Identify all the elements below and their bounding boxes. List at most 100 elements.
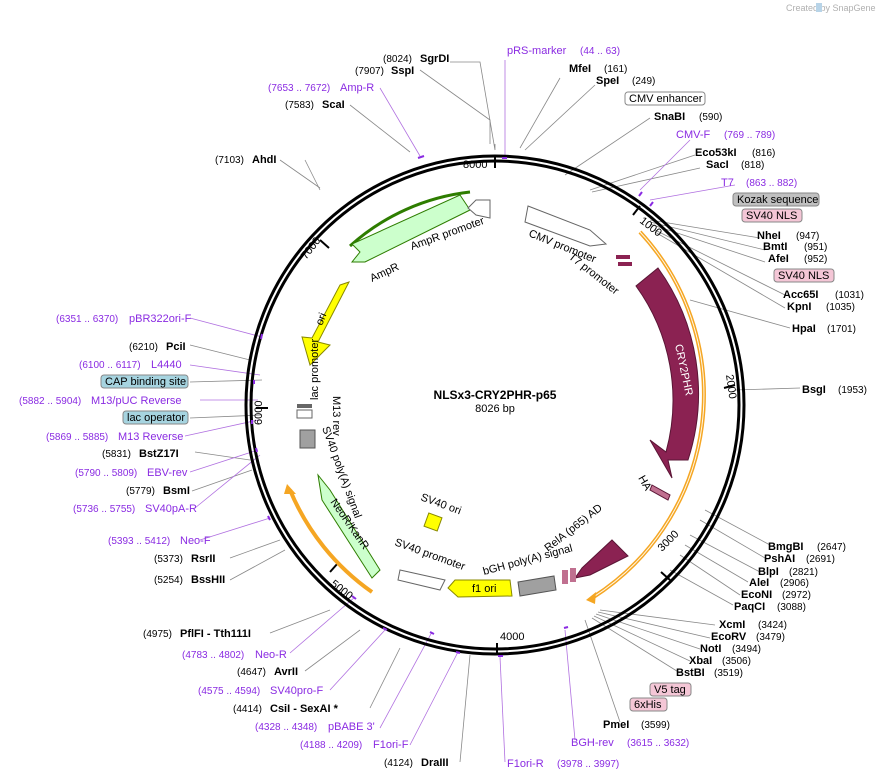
f1-ori-label: f1 ori	[472, 583, 496, 595]
enzyme-name: PaqCI	[734, 601, 765, 613]
primer-range: (5882 .. 5904)	[19, 396, 81, 407]
enzyme-name: EcoRV	[711, 631, 747, 643]
enzyme-pos: (161)	[604, 64, 627, 75]
enzyme-pos: (249)	[632, 76, 655, 87]
enzyme-name: BstBI	[676, 667, 705, 679]
primer-range: (769 .. 789)	[724, 130, 775, 141]
primer-name: F1ori-F	[373, 739, 409, 751]
sv40nls-box-1	[741, 208, 803, 223]
enzyme-pos: (2691)	[806, 554, 835, 565]
enzyme-pos: (2821)	[789, 567, 818, 578]
enzymes-right: (8024) SgrDI (7907) SspI MfeI (161) SpeI…	[355, 53, 867, 731]
ampr-orf-arc	[348, 190, 471, 248]
primer-name: Neo-R	[255, 649, 287, 661]
enzyme-name: AvrII	[274, 666, 298, 678]
enzyme-name: BssHII	[191, 574, 225, 586]
kozak-box	[732, 192, 820, 207]
primer-range: (4328 .. 4348)	[255, 722, 317, 733]
enzyme-name: SpeI	[596, 75, 619, 87]
primer-leaders	[184, 60, 736, 763]
snapgene-credit: Created by SnapGene	[786, 3, 876, 13]
sv40-promoter-label: SV40 promoter	[393, 537, 467, 574]
primers: pRS-marker (44 .. 63) (7653 .. 7672) Amp…	[19, 45, 797, 770]
enzyme-pos: (4647)	[237, 667, 266, 678]
primer-range: (6100 .. 6117)	[79, 360, 141, 371]
primer-name: F1ori-R	[507, 758, 544, 770]
enzyme-pos: (8024)	[383, 54, 412, 65]
tick-5000: 5000	[328, 578, 355, 603]
primer-range: (4188 .. 4209)	[300, 740, 362, 751]
enzyme-pos: (2906)	[780, 578, 809, 589]
enzyme-name: BsmI	[163, 485, 190, 497]
enzyme-pos: (5831)	[102, 449, 131, 460]
cap-label: CAP binding site	[105, 376, 186, 388]
enzyme-pos: (1701)	[827, 324, 856, 335]
ampr-promoter-arrow	[467, 199, 491, 219]
his-label: 6xHis	[634, 699, 662, 711]
ampr-label: AmpR	[368, 261, 401, 285]
enzyme-name: PshAI	[764, 553, 795, 565]
enzyme-pos: (5373)	[154, 554, 183, 565]
enzyme-name: BlpI	[758, 566, 779, 578]
ha-tag	[649, 484, 671, 501]
ori-arrow	[301, 281, 351, 366]
primer-name: Neo-F	[180, 535, 211, 547]
enzyme-pos: (1031)	[835, 290, 864, 301]
enzyme-name: SgrDI	[420, 53, 449, 65]
plasmid-name: NLSx3-CRY2PHR-p65	[434, 388, 557, 402]
enzyme-pos: (4124)	[384, 758, 413, 769]
enzyme-name: BsgI	[802, 384, 826, 396]
sv40-polya-box	[299, 429, 316, 449]
neokan-arrow	[317, 473, 381, 579]
enzyme-pos: (818)	[741, 160, 764, 171]
lacop-label: lac operator	[127, 412, 185, 424]
m13rev-label: M13 rev	[330, 396, 342, 436]
enzyme-pos: (947)	[796, 231, 819, 242]
enzyme-name: ScaI	[322, 99, 345, 111]
primer-range: (3978 .. 3997)	[557, 759, 619, 770]
enzyme-name: EcoNI	[741, 589, 772, 601]
bgh-label: bGH poly(A) signal	[482, 542, 574, 577]
enzyme-name: AfeI	[768, 253, 789, 265]
enzyme-name: Eco53kI	[695, 147, 737, 159]
plasmid-length: 8026 bp	[475, 403, 515, 415]
cmv-enhancer-label: CMV enhancer	[629, 93, 703, 105]
enzyme-name: KpnI	[787, 301, 811, 313]
tick-7000: 7000	[299, 235, 324, 262]
enzyme-name: SnaBI	[654, 111, 685, 123]
primer-name: L4440	[151, 359, 182, 371]
enzyme-pos: (5254)	[154, 575, 183, 586]
tick-6000: 6000	[253, 401, 265, 425]
orf-arrow-right	[586, 592, 596, 604]
sv40nls-label-2: SV40 NLS	[778, 270, 829, 282]
enzyme-pos: (1953)	[838, 385, 867, 396]
primer-range: (863 .. 882)	[746, 178, 797, 189]
m13-rev-mark	[297, 404, 312, 408]
sv40nls-label-1: SV40 NLS	[746, 210, 797, 222]
cap-box	[100, 374, 189, 389]
sv40nls-box-2	[773, 268, 835, 283]
tick-4000: 4000	[500, 631, 524, 643]
enzyme-pos: (3599)	[641, 720, 670, 731]
enzyme-pos: (3424)	[758, 620, 787, 631]
enzyme-pos: (816)	[752, 148, 775, 159]
primer-name: Amp-R	[340, 82, 374, 94]
sv40-ori-label: SV40 ori	[419, 492, 463, 518]
orf-arc-left	[288, 489, 374, 594]
enzyme-pos: (6210)	[129, 342, 158, 353]
enzyme-name: CsiI - SexAI *	[270, 703, 339, 715]
enzyme-name: XcmI	[719, 619, 745, 631]
primer-name: BGH-rev	[571, 737, 614, 749]
primer-name: SV40pA-R	[145, 503, 197, 515]
enzyme-pos: (7583)	[285, 100, 314, 111]
enzyme-pos: (2972)	[782, 590, 811, 601]
cmv-enhancer-box	[624, 91, 706, 106]
primer-name: M13 Reverse	[118, 431, 183, 443]
enzyme-name: AhdI	[252, 154, 276, 166]
primer-range: (6351 .. 6370)	[56, 314, 118, 325]
lac-promoter-label: lac promoter	[309, 339, 321, 400]
enzyme-pos: (951)	[804, 242, 827, 253]
enzyme-pos: (7103)	[215, 155, 244, 166]
primer-name: SV40pro-F	[270, 685, 323, 697]
